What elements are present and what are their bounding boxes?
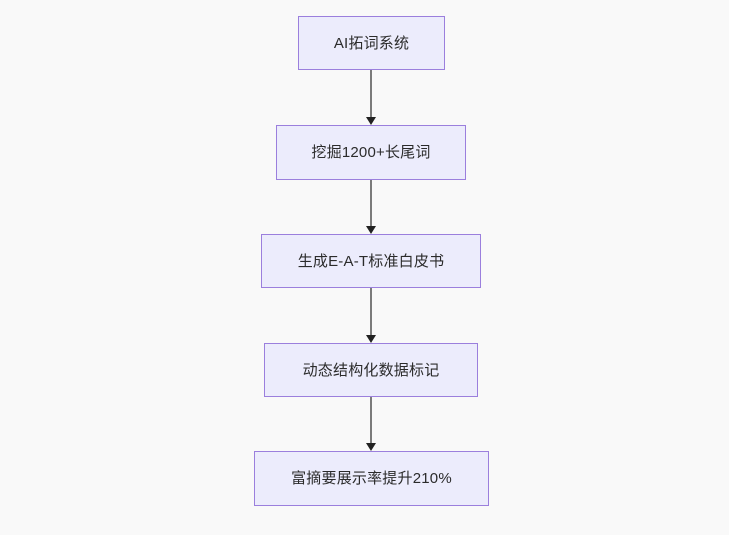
edge-line (370, 180, 372, 227)
edge-line (370, 288, 372, 336)
arrow-head-icon (366, 443, 376, 451)
arrow-head-icon (366, 117, 376, 125)
flow-node-label: AI拓词系统 (333, 34, 410, 52)
flow-node-label: 挖掘1200+长尾词 (311, 144, 431, 161)
flow-node-n3[interactable]: 生成E-A-T标准白皮书 (261, 234, 481, 288)
edge-line (370, 70, 372, 118)
flow-node-label: 动态结构化数据标记 (302, 361, 440, 379)
arrow-head-icon (366, 335, 376, 343)
flow-node-label: 富摘要展示率提升210% (291, 470, 452, 487)
edge-line (370, 397, 372, 444)
arrow-head-icon (366, 226, 376, 234)
flow-node-n2[interactable]: 挖掘1200+长尾词 (276, 125, 466, 180)
flow-node-n4[interactable]: 动态结构化数据标记 (264, 343, 478, 397)
flow-node-n1[interactable]: AI拓词系统 (298, 16, 445, 70)
flow-node-label: 生成E-A-T标准白皮书 (297, 252, 445, 270)
flow-node-n5[interactable]: 富摘要展示率提升210% (254, 451, 489, 506)
